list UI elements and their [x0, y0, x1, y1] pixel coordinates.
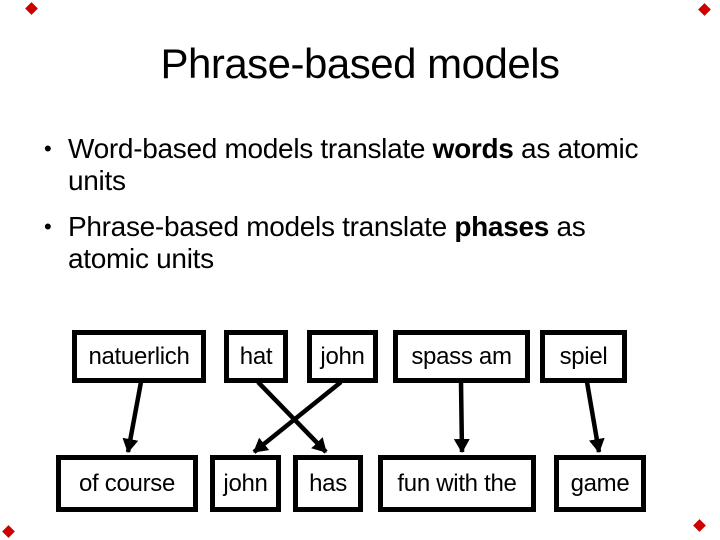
target-box-john: john	[210, 455, 281, 512]
corner-marker-top-left	[25, 2, 38, 15]
source-box-spiel: spiel	[540, 330, 627, 383]
source-box-john: john	[307, 330, 378, 383]
bullet-glyph: •	[44, 214, 52, 239]
target-box-of-course: of course	[56, 455, 198, 512]
bullet-text-pre: Phrase-based models translate	[68, 211, 455, 242]
target-box-game: game	[554, 455, 646, 512]
target-box-has: has	[293, 455, 363, 512]
alignment-arrow-natuerlich-ofcourse	[122, 381, 144, 453]
bullet-text-bold: words	[432, 133, 514, 164]
corner-marker-top-right	[698, 3, 711, 16]
alignment-arrow-spiel-game	[584, 381, 605, 453]
bullet-text-pre: Word-based models translate	[68, 133, 433, 164]
corner-marker-bottom-left	[2, 525, 15, 538]
bullet-item: • Phrase-based models translate phases a…	[44, 211, 708, 275]
source-box-spass-am: spass am	[393, 330, 530, 383]
bullet-item: • Word-based models translate words as a…	[44, 133, 708, 197]
bullet-list: • Word-based models translate words as a…	[44, 133, 708, 275]
corner-marker-bottom-right	[693, 519, 706, 532]
bullet-text-line2: units	[68, 165, 126, 196]
alignment-arrow-spassam-funwiththe	[453, 381, 470, 453]
bullet-text-post: as	[549, 211, 586, 242]
bullet-text-line2: atomic units	[68, 243, 214, 274]
source-box-natuerlich: natuerlich	[72, 330, 206, 383]
bullet-text: Word-based models translate words as ato…	[68, 133, 638, 197]
slide-title: Phrase-based models	[160, 40, 560, 87]
source-box-hat: hat	[224, 330, 288, 383]
alignment-arrow-john-john	[252, 380, 343, 454]
bullet-text-bold: phases	[454, 211, 550, 242]
bullet-text-post: as atomic	[513, 133, 639, 164]
alignment-arrow-hat-has	[256, 380, 328, 454]
bullet-text: Phrase-based models translate phases as a…	[68, 211, 586, 275]
target-box-fun-with-the: fun with the	[378, 455, 536, 512]
bullet-glyph: •	[44, 136, 52, 161]
